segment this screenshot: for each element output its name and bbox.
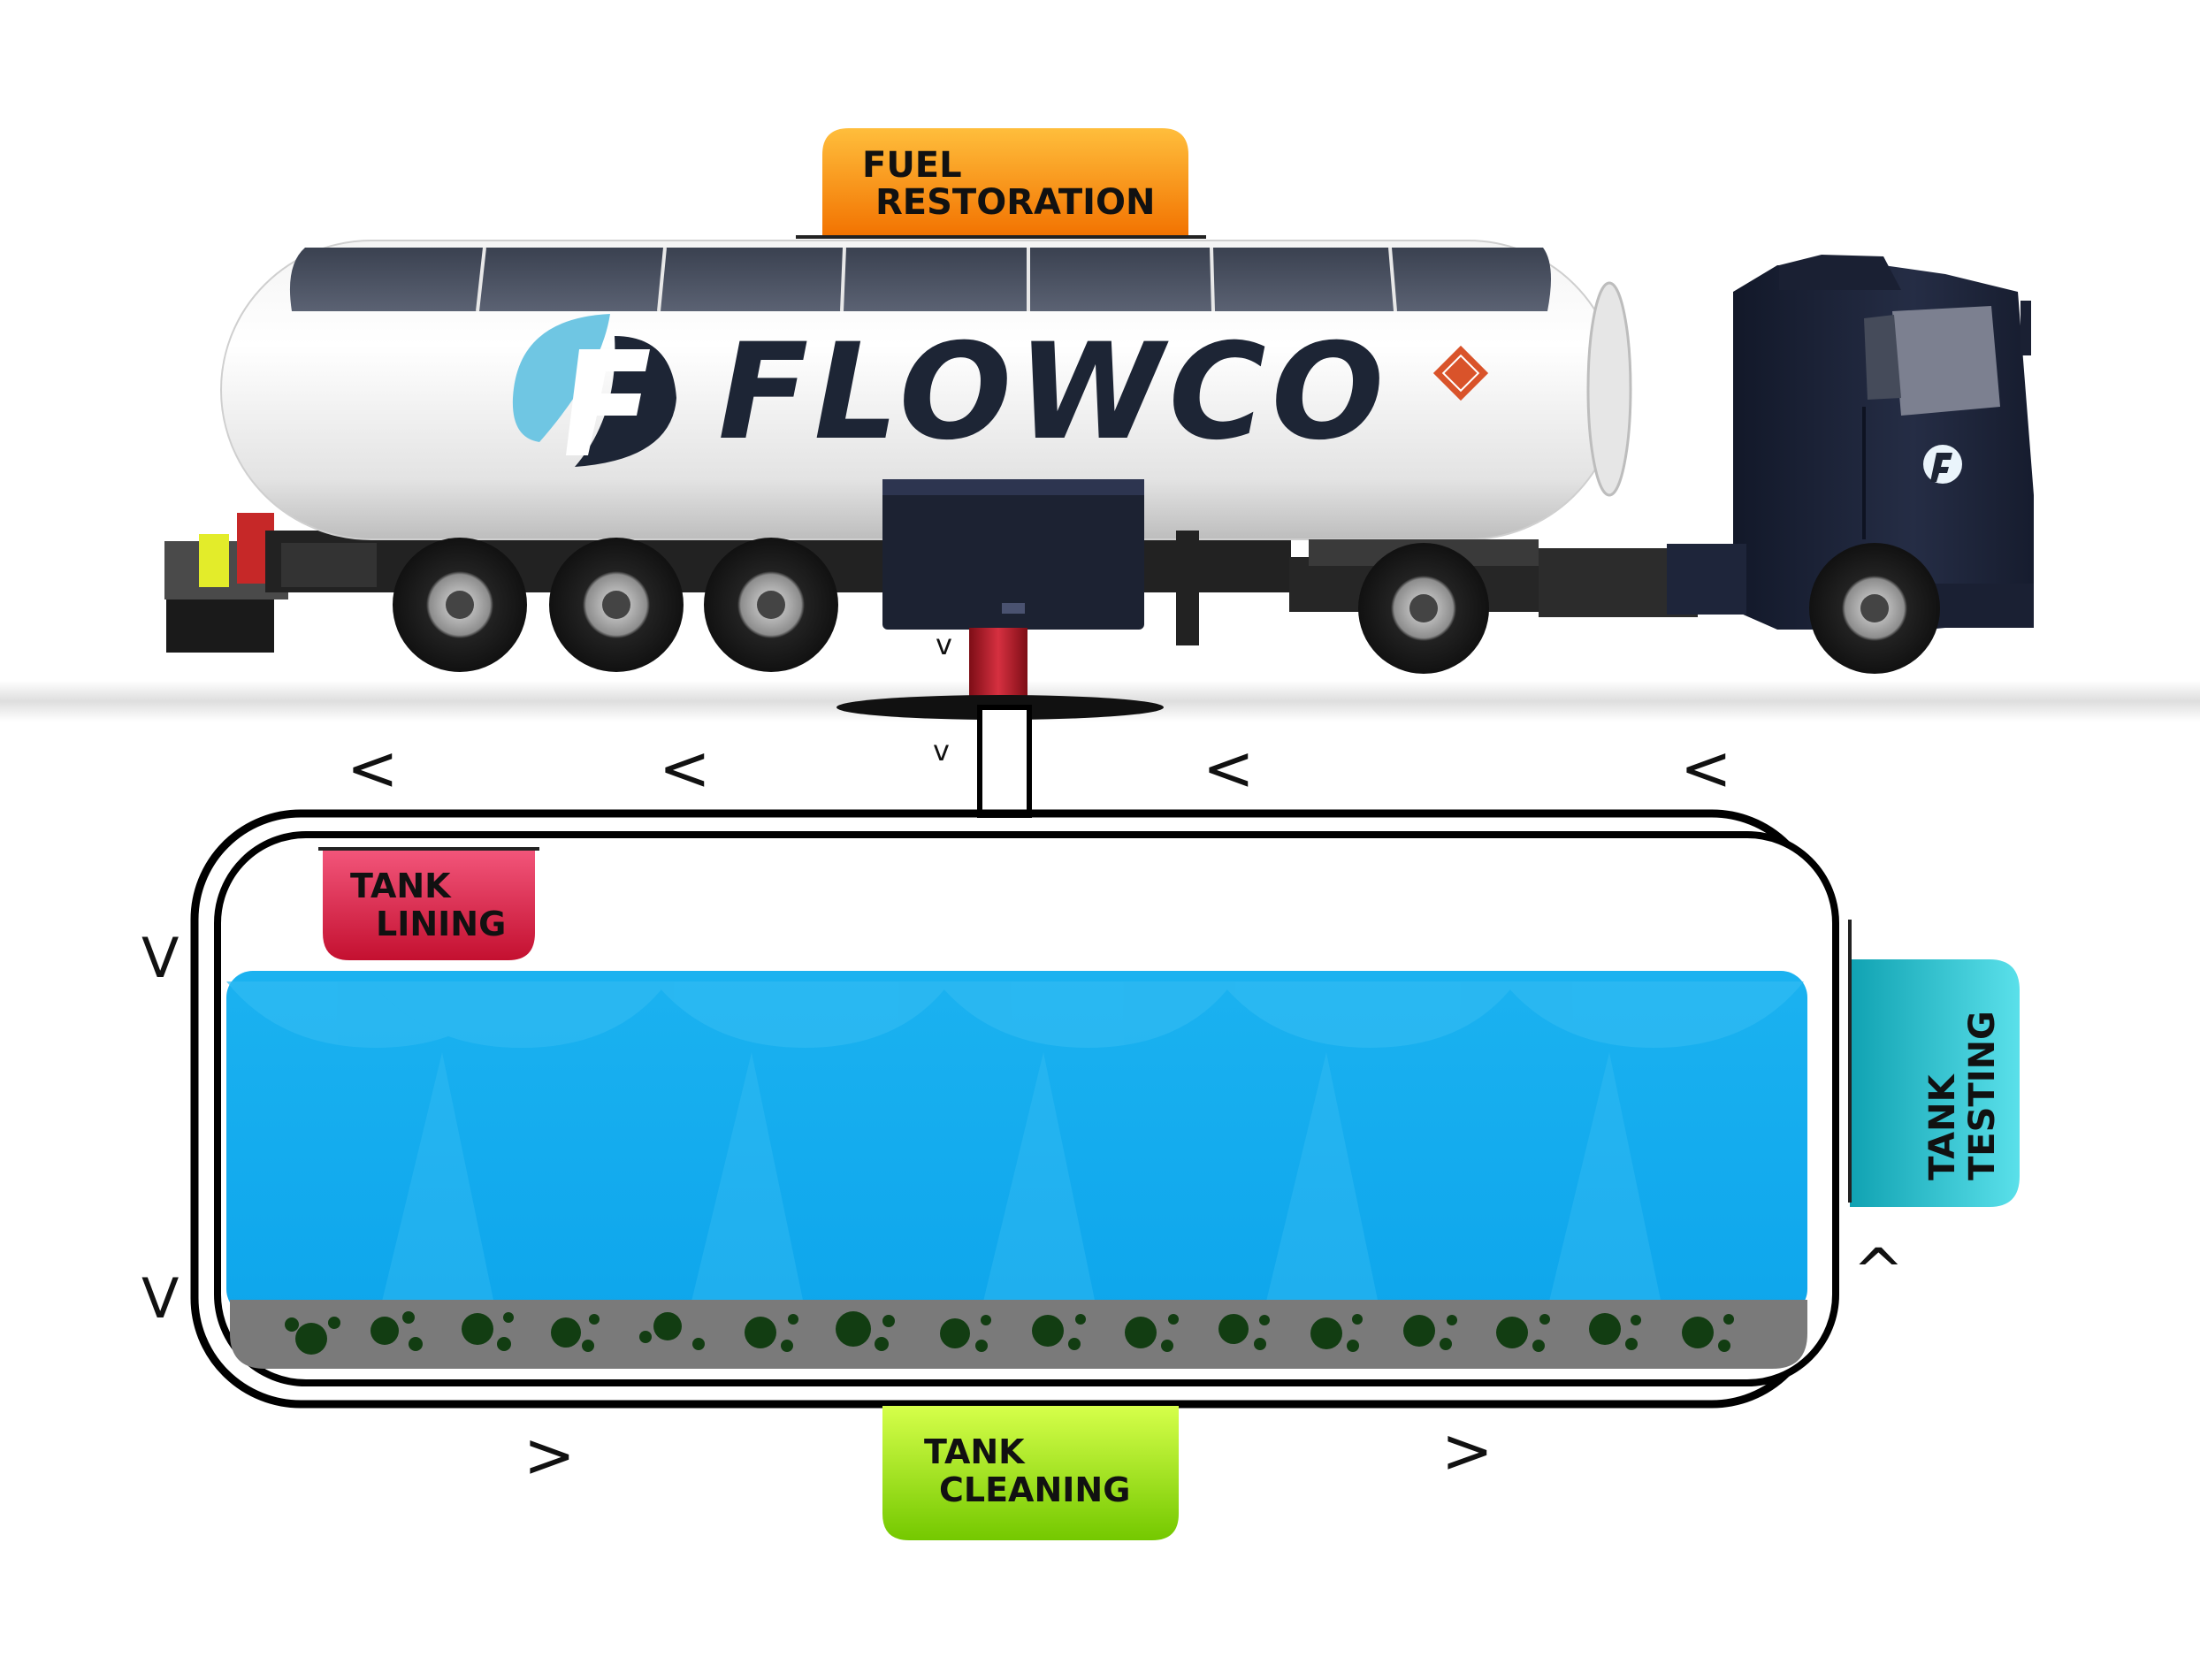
tank-cleaning-tab-bg [882,1406,1179,1540]
cab-logo-icon [1923,445,1962,484]
landing-gear [1176,531,1199,645]
flow-arrow-bottom-1: > [523,1419,576,1492]
fill-pipe [977,705,1032,818]
tank-testing-line1: TANK [1922,1073,1963,1180]
tank-roof-panels [289,248,1551,311]
tank-testing-tab-bg [1850,959,2020,1207]
cab-windshield [1892,306,2000,416]
flow-arrow-bottom-2: > [1441,1415,1493,1487]
flow-arrow-top-4: < [1680,732,1732,805]
tractor-wheels [1358,543,1940,674]
flow-arrow-pipe-top: v [936,628,952,661]
valve-cabinet [882,479,1144,630]
cab-roof-spoiler [1779,255,1901,290]
flow-arrow-top-3: < [1203,732,1255,805]
tank-end-cap [1586,281,1632,497]
tank-cleaning-line1: TANK [924,1432,1026,1471]
flow-arrow-pipe-mid: v [933,734,950,767]
sludge-particles [285,1311,1734,1355]
brand-wordmark: FLOWCO [718,316,1389,470]
cab-door-line [1862,407,1866,539]
tank-lining-line2: LINING [376,905,506,943]
tank-lining-tab-bg [323,851,535,960]
cab-grille [1667,544,1746,615]
discharge-pipe [969,628,1027,699]
cab-mirror [2020,301,2031,355]
flow-arrow-right-up: ^ [1852,1235,1905,1308]
rear-light-box [199,534,229,587]
rear-toolbox [281,543,377,587]
tank-lining-line1: TANK [350,867,452,905]
flow-arrow-top-2: < [659,732,711,805]
fuel-restoration-line1: FUEL [862,145,962,186]
trailer-wheels [393,538,838,672]
tanker-truck: FLOWCO [164,240,2034,674]
fuel-restoration-line2: RESTORATION [875,182,1156,223]
flowco-logo-icon [512,314,676,467]
rear-mudflap [166,598,274,653]
fuel-restoration-tab-bg [822,128,1188,237]
flow-arrow-left-lower: V [141,1266,179,1331]
tank-testing-line2: TESTING [1962,1011,2003,1180]
valve-cabinet-handle [1002,603,1025,614]
tank-cleaning-line2: CLEANING [939,1470,1130,1509]
roof-panel-dividers [476,247,1397,312]
flow-arrow-top-1: < [347,732,399,805]
fuel-volume [226,971,1807,1316]
valve-cabinet-lid [882,479,1144,495]
flow-arrow-left-upper: V [141,926,179,990]
cab-bumper [1928,584,2034,628]
cab-side-window [1864,315,1901,400]
